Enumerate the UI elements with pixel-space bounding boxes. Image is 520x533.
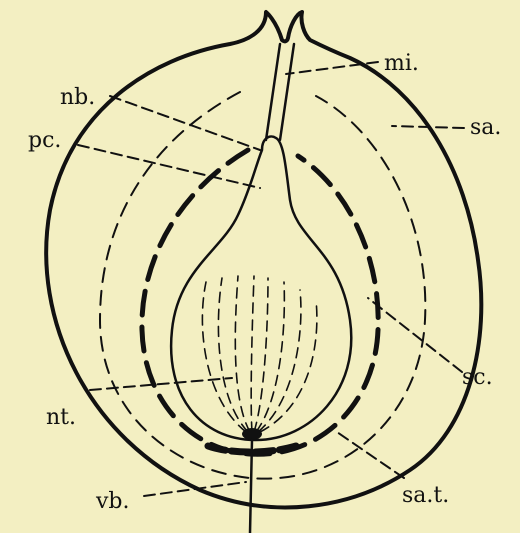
leader-sc: [368, 298, 462, 372]
leader-sa: [392, 126, 464, 128]
label-nt: nt.: [46, 405, 76, 430]
label-sa: sa.: [470, 115, 501, 140]
leader-pc: [78, 145, 260, 188]
leader-nb: [110, 96, 260, 150]
label-pc: pc.: [28, 128, 61, 153]
chalaza: [242, 428, 262, 440]
outer-integument: [46, 12, 481, 507]
label-nb: nb.: [60, 85, 95, 110]
leader-nt: [90, 378, 232, 390]
label-sc: sc.: [462, 365, 493, 390]
label-vb: vb.: [95, 489, 130, 514]
micropyle-canal: [266, 44, 294, 140]
leader-sat: [334, 430, 404, 478]
nucellar-tissue: [202, 276, 316, 432]
leader-vb: [144, 482, 246, 496]
label-mi: mi.: [384, 51, 419, 76]
leader-lines: [78, 62, 464, 496]
label-sat: sa.t.: [402, 483, 449, 508]
